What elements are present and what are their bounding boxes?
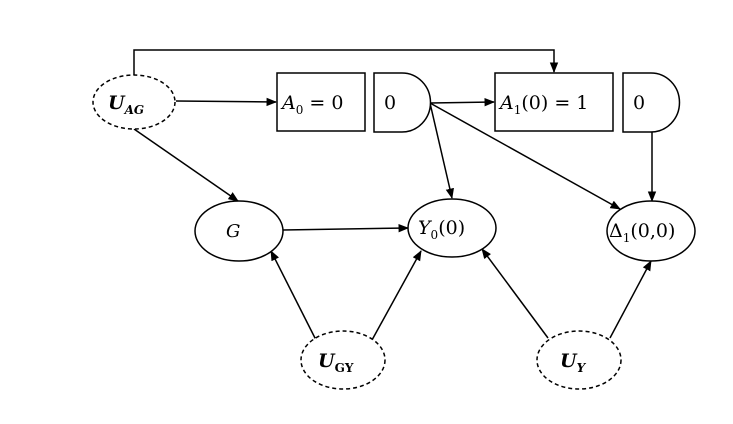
node-a0-box — [276, 72, 366, 132]
node-delta1-shape — [606, 200, 696, 262]
edge-ugy-to-g — [270, 250, 317, 341]
node-a0-label: A0 = 0 — [280, 92, 343, 117]
edge-ugy-to-y0 — [371, 250, 422, 341]
node-gate2-label: 0 — [633, 92, 645, 114]
node-u-ag-shape — [92, 74, 176, 130]
edge-gate1-to-y0 — [429, 102, 454, 200]
node-a1-box — [494, 72, 614, 132]
edge-gate1-to-delta1 — [429, 102, 621, 210]
node-u-gy-label: UGY — [318, 350, 354, 375]
edge-uy-to-delta1 — [609, 260, 652, 339]
node-a1-label: A1(0) = 1 — [498, 92, 588, 117]
node-u-ag-label: UAG — [108, 92, 144, 117]
edge-uag-to-g — [133, 128, 239, 202]
node-shapes — [92, 72, 696, 390]
edges — [133, 49, 657, 341]
edge-g-to-y0 — [282, 223, 410, 233]
node-gate1-label: 0 — [384, 92, 396, 114]
edge-uag-to-a1 — [133, 49, 559, 75]
edge-gate1-to-a1 — [429, 97, 496, 107]
edge-uag-to-a0 — [175, 97, 278, 107]
node-u-y-label: UY — [560, 350, 587, 375]
edge-uy-to-y0 — [481, 248, 549, 339]
node-g-label: G — [226, 221, 240, 242]
node-gate1-shape — [373, 72, 432, 133]
node-u-gy-shape — [300, 330, 386, 390]
node-y0-label: Y0(0) — [418, 217, 465, 242]
node-g-shape — [194, 200, 284, 262]
node-u-y-shape — [536, 330, 622, 390]
node-delta1-label: Δ1(0,0) — [609, 220, 675, 245]
node-y0-shape — [407, 198, 497, 258]
node-gate2-shape — [622, 72, 681, 133]
